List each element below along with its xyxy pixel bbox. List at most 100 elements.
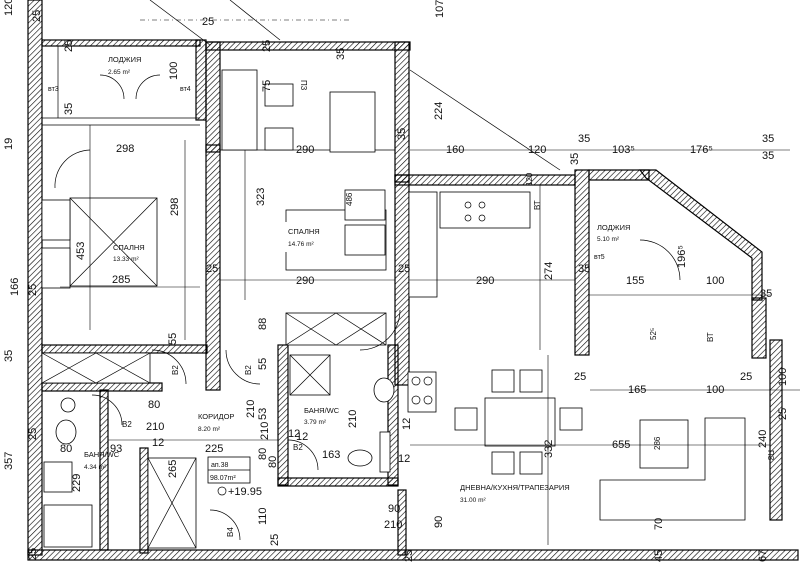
dim: 486 <box>345 192 354 206</box>
dim: 285 <box>112 274 130 286</box>
window-tags: вт3 вт4 вт5 <box>48 86 605 261</box>
dim: 176⁵ <box>690 144 713 156</box>
dim: 25 <box>398 263 410 275</box>
dim: 240 <box>757 430 769 448</box>
dim: 25 <box>740 371 752 383</box>
room-name: СПАЛНЯ <box>288 227 320 236</box>
window-tag: вт3 <box>48 86 59 93</box>
dim: 90 <box>388 503 400 515</box>
dim: 80 <box>60 443 72 455</box>
dim: 163 <box>322 449 340 461</box>
window-tag: вт4 <box>180 86 191 93</box>
dim: 35 <box>760 288 772 300</box>
door-tag: B2 <box>293 443 303 452</box>
dim: 210 <box>245 400 257 418</box>
dim: 110 <box>257 507 269 525</box>
dim: 70 <box>653 518 665 530</box>
dim: 100 <box>168 62 180 80</box>
dim: 290 <box>296 275 314 287</box>
dim: 93 <box>110 443 122 455</box>
dim: 35 <box>396 128 408 140</box>
dim: 80 <box>257 448 269 460</box>
room-area: 3.79 m² <box>304 419 327 426</box>
dim: 103⁵ <box>612 144 635 156</box>
dim: 25 <box>269 534 281 546</box>
dim: 52⁵ <box>649 328 658 340</box>
dim: 67 <box>757 550 769 562</box>
dim: 12 <box>296 431 308 443</box>
dim: 290 <box>296 144 314 156</box>
dim: 12 <box>398 453 410 465</box>
dim: 274 <box>543 262 555 280</box>
dim: 196⁵ <box>676 245 688 268</box>
room-area: 4.34 m² <box>84 464 107 471</box>
dim: 35 <box>578 263 590 275</box>
dim: 53 <box>257 408 269 420</box>
dim: 19 <box>3 138 15 150</box>
dim: 75 <box>261 80 273 92</box>
dim: 25 <box>261 40 273 52</box>
dim: 12 <box>288 428 300 440</box>
dim: 298 <box>116 143 134 155</box>
room-area: 13.33 m² <box>113 256 139 263</box>
dim: 25 <box>403 550 415 562</box>
walls <box>27 0 799 561</box>
dim: 80 <box>148 399 160 411</box>
dim: 655 <box>612 439 630 451</box>
dimension-lines <box>60 125 800 545</box>
apartment-info: ап.38 98.07m² +19.95 <box>210 462 262 498</box>
door-tag: П3 <box>299 80 308 91</box>
dim: 100 <box>706 275 724 287</box>
apartment-number: ап.38 <box>211 462 229 469</box>
dim: 12 <box>152 437 164 449</box>
door-tags: B2 B2 B2 B2 B4 П3 П3 ВТ ВТ <box>122 80 775 537</box>
dim: 55 <box>167 333 179 345</box>
dim: 210 <box>347 410 359 428</box>
dim: 25 <box>777 408 789 420</box>
room-area: 2.65 m² <box>108 69 131 76</box>
dim: 100 <box>777 368 789 386</box>
door-tag: B2 <box>244 365 253 375</box>
dim: 107 <box>434 0 446 18</box>
dim: 25 <box>63 40 75 52</box>
window-tag: вт5 <box>594 254 605 261</box>
dim: 35 <box>762 150 774 162</box>
room-name: ДНЕВНА/КУХНЯ/ТРАПЕЗАРИЯ <box>460 483 570 492</box>
room-area: 14.76 m² <box>288 241 314 248</box>
room-name: ЛОДЖИЯ <box>108 55 141 64</box>
dim: 35 <box>335 48 347 60</box>
door-swings <box>54 74 681 541</box>
dim: 120 <box>525 172 534 186</box>
dim: 210 <box>146 421 164 433</box>
dim: 35 <box>762 133 774 145</box>
door-tag: ВТ <box>706 332 715 342</box>
dim: 120 <box>528 144 546 156</box>
dim: 290 <box>476 275 494 287</box>
dim: 166 <box>9 278 21 296</box>
dim: 35 <box>578 133 590 145</box>
dim: 286 <box>653 436 662 450</box>
room-name: БАНЯ/WC <box>304 406 340 415</box>
door-tag: ВТ <box>533 200 542 210</box>
dim: 160 <box>446 144 464 156</box>
dim: 25 <box>27 428 39 440</box>
dim: 25 <box>202 16 214 28</box>
dim: 357 <box>3 452 15 470</box>
dim: 35 <box>63 103 75 115</box>
dim: 88 <box>257 318 269 330</box>
dim: 210 <box>259 422 271 440</box>
dim: 165 <box>628 384 646 396</box>
dim: 210 <box>384 519 402 531</box>
dim: 225 <box>205 443 223 455</box>
dim: 35 <box>569 153 581 165</box>
floor-level: +19.95 <box>228 486 262 498</box>
dimension-numbers: 120 25 107 25 25 100 35 75 35 25 35 290 … <box>3 0 789 562</box>
room-name: СПАЛНЯ <box>113 243 145 252</box>
dim: 25 <box>574 371 586 383</box>
dim: 265 <box>167 460 179 478</box>
room-name: ЛОДЖИЯ <box>597 223 630 232</box>
dim: 453 <box>75 242 87 260</box>
room-area: 8.20 m² <box>198 426 221 433</box>
dim: 80 <box>267 456 279 468</box>
room-area: 5.10 m² <box>597 236 620 243</box>
